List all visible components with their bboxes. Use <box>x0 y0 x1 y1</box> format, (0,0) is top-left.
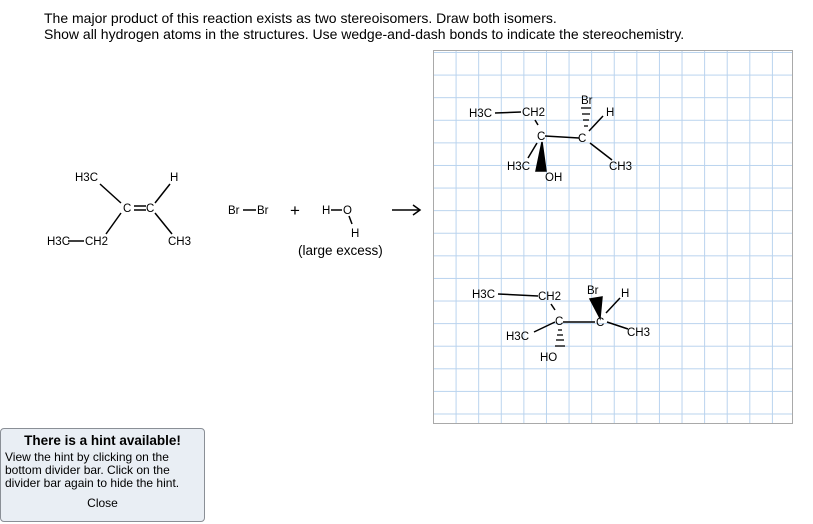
atom-label: H3C <box>75 172 98 184</box>
atom-label: C <box>123 203 131 215</box>
close-button[interactable]: Close <box>87 496 118 510</box>
atom-label: H <box>606 107 614 119</box>
atom-label: H <box>621 288 629 300</box>
atom-label: CH3 <box>168 236 191 248</box>
atom-label: C <box>146 203 154 215</box>
atom-label: C <box>537 131 545 143</box>
product-2 <box>497 293 629 347</box>
product-2-labels: H3C CH2 C C Br H H3C HO CH3 <box>472 285 650 364</box>
atom-label: CH2 <box>85 236 108 248</box>
atom-label: H <box>170 172 178 184</box>
reactant-alkene <box>68 183 173 242</box>
atom-label: C <box>555 316 563 328</box>
atom-label: CH2 <box>538 291 561 303</box>
atom-label: H3C <box>472 289 495 301</box>
plus-sign: + <box>290 201 300 220</box>
atom-label: H3C <box>469 108 492 120</box>
hint-body: View the hint by clicking on the bottom … <box>5 450 180 490</box>
question-line-2: Show all hydrogen atoms in the structure… <box>44 26 685 42</box>
atom-label: OH <box>545 172 562 184</box>
product-1 <box>494 107 613 172</box>
atom-label: CH3 <box>627 327 650 339</box>
atom-label: HO <box>540 352 557 364</box>
atom-label: Br <box>228 205 240 217</box>
drawing-canvas[interactable] <box>433 50 793 424</box>
atom-label: H <box>351 228 359 240</box>
atom-label: C <box>578 133 586 145</box>
question-text: The major product of this reaction exist… <box>44 10 684 42</box>
atom-label: H <box>322 205 330 217</box>
atom-label: CH2 <box>522 107 545 119</box>
product-1-labels: H3C CH2 C C Br H H3C OH CH3 <box>469 95 632 184</box>
reactant-labels: H3C H C C H3C CH2 CH3 <box>47 172 191 248</box>
atom-label: Br <box>587 285 599 297</box>
atom-label: Br <box>257 205 269 217</box>
excess-note: (large excess) <box>298 243 383 258</box>
hint-title: There is a hint available! <box>24 433 181 448</box>
question-line-1: The major product of this reaction exist… <box>44 10 557 26</box>
hint-popup: There is a hint available! View the hint… <box>0 428 205 522</box>
reagent-labels: Br Br + H O H (large excess) <box>228 201 383 258</box>
atom-label: H3C <box>47 236 70 248</box>
atom-label: H3C <box>506 331 529 343</box>
atom-label: CH3 <box>609 161 632 173</box>
atom-label: H3C <box>507 161 530 173</box>
reagents <box>243 204 422 225</box>
atom-label: O <box>343 205 352 217</box>
atom-label: Br <box>581 95 593 107</box>
atom-label: C <box>596 317 604 329</box>
